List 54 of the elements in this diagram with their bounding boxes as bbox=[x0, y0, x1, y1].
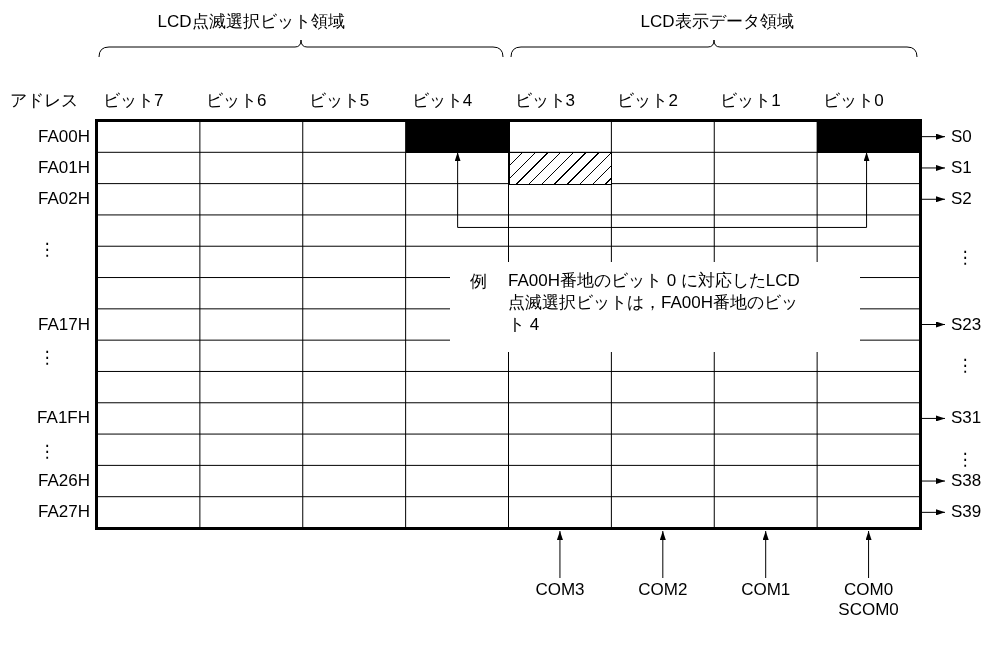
arrow bbox=[921, 478, 946, 485]
arrow bbox=[556, 530, 563, 579]
arrow bbox=[762, 530, 769, 579]
column-header: ビット3 bbox=[514, 91, 575, 111]
arrow bbox=[921, 321, 946, 328]
column-header: ビット1 bbox=[720, 91, 781, 111]
pin-label: COM3 bbox=[535, 580, 585, 600]
note-text: FA00H番地のビット 0 に対応したLCD点滅選択ビットは，FA00H番地のビット 4 bbox=[508, 270, 800, 336]
pin-label: COM1 bbox=[741, 580, 791, 600]
pin-label: S38 bbox=[951, 471, 982, 491]
region-title: LCD点滅選択ビット領域 bbox=[157, 12, 345, 32]
column-header: ビット7 bbox=[103, 91, 164, 111]
address-label: FA1FH bbox=[37, 408, 90, 429]
memory-table bbox=[95, 119, 922, 530]
address-label: FA17H bbox=[38, 314, 90, 335]
pin-label: S1 bbox=[951, 157, 972, 178]
arrow bbox=[865, 530, 872, 579]
arrow bbox=[921, 509, 946, 516]
ellipsis: ⋮ bbox=[956, 248, 974, 268]
column-header: ビット0 bbox=[823, 91, 884, 111]
example-marker: 例 bbox=[470, 272, 487, 292]
pin-label: COM2 bbox=[638, 580, 688, 600]
ellipsis: ⋮ bbox=[38, 442, 56, 462]
ellipsis: ⋮ bbox=[956, 450, 974, 470]
hatched-cell bbox=[508, 152, 613, 185]
column-header: ビット2 bbox=[617, 91, 678, 111]
pin-label: COM0 bbox=[843, 580, 895, 600]
arrow bbox=[921, 415, 946, 422]
pin-label: S0 bbox=[951, 126, 972, 147]
arrow bbox=[454, 151, 870, 228]
column-header: アドレス bbox=[10, 91, 78, 111]
address-label: FA00H bbox=[38, 126, 90, 147]
pin-label: SCOM0 bbox=[838, 599, 899, 620]
arrow bbox=[921, 196, 946, 203]
pin-label: S2 bbox=[951, 189, 972, 209]
arrow bbox=[921, 133, 946, 140]
region-title: LCD表示データ領域 bbox=[640, 12, 794, 32]
arrow bbox=[921, 164, 946, 171]
arrow bbox=[659, 530, 666, 579]
pin-label: S39 bbox=[951, 502, 982, 522]
column-header: ビット4 bbox=[411, 91, 473, 111]
ellipsis: ⋮ bbox=[38, 348, 56, 368]
filled-cell bbox=[817, 121, 921, 154]
ellipsis: ⋮ bbox=[38, 240, 56, 260]
ellipsis: ⋮ bbox=[956, 356, 974, 376]
column-header: ビット5 bbox=[308, 91, 370, 111]
address-label: FA27H bbox=[38, 502, 90, 523]
address-label: FA26H bbox=[38, 471, 90, 491]
pin-label: S23 bbox=[951, 314, 982, 335]
address-label: FA01H bbox=[38, 158, 90, 178]
filled-cell bbox=[405, 121, 510, 154]
pin-label: S31 bbox=[951, 408, 982, 428]
column-header: ビット6 bbox=[205, 91, 267, 111]
address-label: FA02H bbox=[38, 189, 90, 210]
